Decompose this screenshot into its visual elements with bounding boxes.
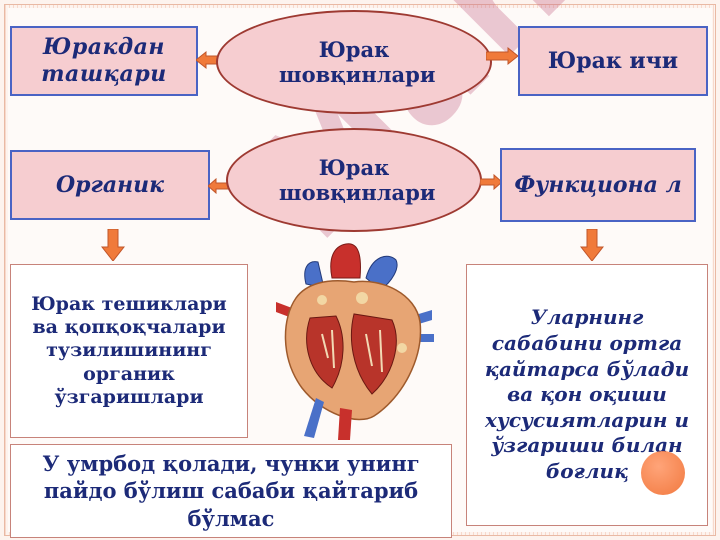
- organic-label: Органик: [55, 171, 165, 198]
- inside-heart-label: Юрак ичи: [547, 47, 679, 74]
- organic-box: Органик: [10, 150, 210, 220]
- heart-murmurs-label-1: Юрак шовқинлари: [279, 36, 436, 87]
- functional-description: Уларнинг сабабини ортга қайтарса бўлади …: [466, 264, 708, 526]
- outside-heart-label: Юракдан ташқари: [41, 34, 167, 87]
- organic-description: Юрак тешиклари ва қопқоқчалари тузилишин…: [10, 264, 248, 438]
- organic-description-text: Юрак тешиклари ва қопқоқчалари тузилишин…: [31, 293, 227, 408]
- arrow-right-icon: [486, 46, 518, 66]
- outside-heart-box: Юракдан ташқари: [10, 26, 198, 96]
- organic-conclusion: У умрбод қолади, чунки унинг пайдо бўлиш…: [10, 444, 452, 538]
- inside-heart-box: Юрак ичи: [518, 26, 708, 96]
- arrow-down-icon: [101, 229, 125, 261]
- arrow-down-icon: [580, 229, 604, 261]
- heart-murmurs-oval-1: Юрак шовқинлари: [216, 10, 492, 114]
- arrow-left-icon: [208, 178, 234, 194]
- functional-label: Функциона л: [514, 171, 682, 198]
- functional-box: Функциона л: [500, 148, 696, 222]
- heart-murmurs-oval-2: Юрак шовқинлари: [226, 128, 482, 232]
- heart-murmurs-label-2: Юрак шовқинлари: [279, 154, 436, 205]
- organic-conclusion-text: У умрбод қолади, чунки унинг пайдо бўлиш…: [42, 451, 420, 531]
- heart-illustration: [276, 243, 434, 440]
- orange-circle-button[interactable]: [641, 451, 685, 495]
- arrow-right-icon: [480, 174, 502, 190]
